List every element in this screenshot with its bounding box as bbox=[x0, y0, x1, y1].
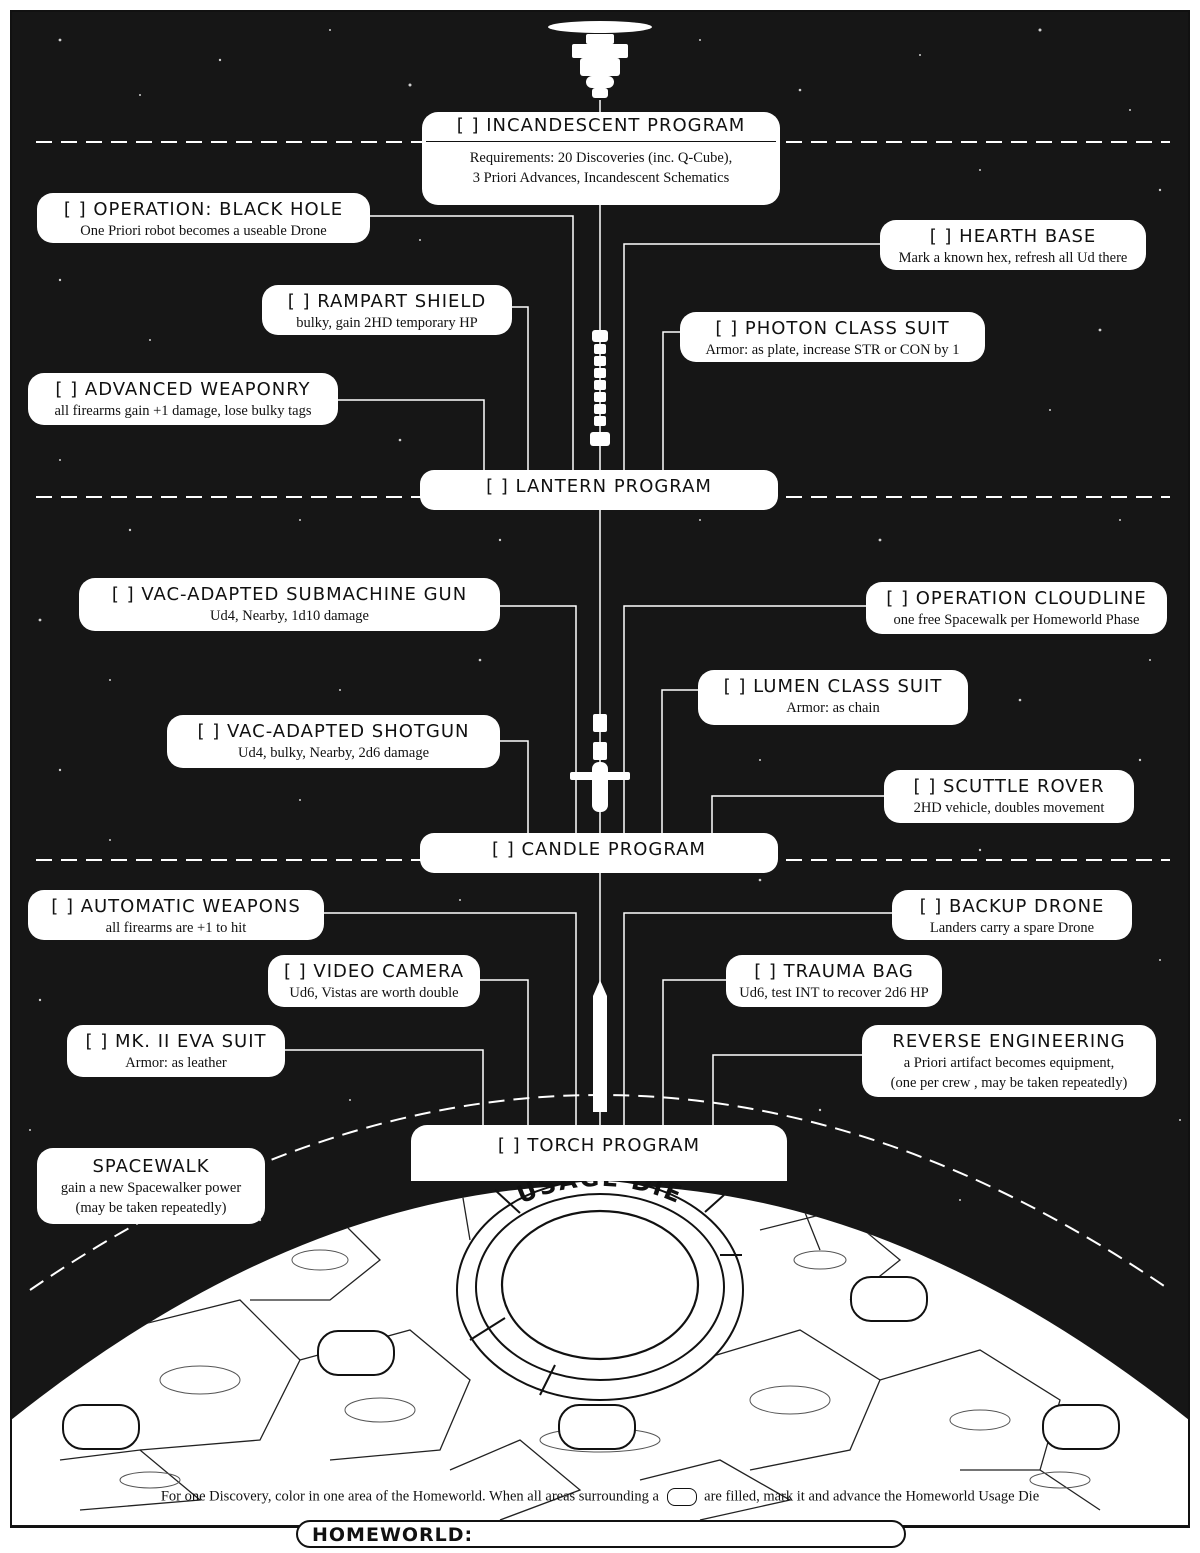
advance-desc: Landers carry a spare Drone bbox=[929, 920, 1095, 936]
advance-title: [ ] OPERATION CLOUDLINE bbox=[886, 588, 1147, 609]
advance-desc: Ud6, Vistas are worth double bbox=[289, 985, 459, 1001]
advance-desc: Ud6, test INT to recover 2d6 HP bbox=[739, 985, 929, 1001]
incandescent-requirements-line2: 3 Priori Advances, Incandescent Schemati… bbox=[472, 170, 730, 186]
space-station-icon bbox=[548, 21, 652, 98]
usage-die[interactable] bbox=[455, 1179, 745, 1401]
advance-advanced-weaponry[interactable]: [ ] ADVANCED WEAPONRY all firearms gain … bbox=[28, 373, 338, 425]
candle-rocket-icon bbox=[570, 714, 630, 812]
torch-rocket-icon bbox=[593, 980, 607, 1112]
advance-title: [ ] SCUTTLE ROVER bbox=[913, 776, 1105, 797]
advance-title: [ ] PHOTON CLASS SUIT bbox=[715, 318, 950, 339]
starfield bbox=[29, 28, 1181, 1222]
homeworld-area-markers[interactable] bbox=[62, 1276, 1120, 1450]
instructions-before: For one Discovery, color in one area of … bbox=[160, 1488, 659, 1505]
incandescent-program[interactable]: [ ] INCANDESCENT PROGRAM Requirements: 2… bbox=[422, 112, 780, 205]
advance-operation-cloudline[interactable]: [ ] OPERATION CLOUDLINE one free Spacewa… bbox=[866, 582, 1167, 634]
advance-video-camera[interactable]: [ ] VIDEO CAMERA Ud6, Vistas are worth d… bbox=[268, 955, 480, 1007]
advance-title: [ ] VAC-ADAPTED SHOTGUN bbox=[197, 721, 470, 742]
advance-title: REVERSE ENGINEERING bbox=[892, 1031, 1126, 1052]
advance-desc-2: (one per crew , may be taken repeatedly) bbox=[890, 1075, 1128, 1091]
area-marker-right[interactable] bbox=[850, 1276, 928, 1322]
advance-vac-shotgun[interactable]: [ ] VAC-ADAPTED SHOTGUN Ud4, bulky, Near… bbox=[167, 715, 500, 768]
torch-program-title: [ ] TORCH PROGRAM bbox=[497, 1135, 701, 1156]
advance-title: [ ] MK. II EVA SUIT bbox=[85, 1031, 267, 1052]
advance-desc: 2HD vehicle, doubles movement bbox=[913, 800, 1105, 816]
advance-title: SPACEWALK bbox=[92, 1156, 210, 1177]
area-marker-left[interactable] bbox=[317, 1330, 395, 1376]
advance-vac-smg[interactable]: [ ] VAC-ADAPTED SUBMACHINE GUN Ud4, Near… bbox=[79, 578, 500, 631]
area-marker-center[interactable] bbox=[558, 1404, 636, 1450]
advance-title: [ ] VAC-ADAPTED SUBMACHINE GUN bbox=[111, 584, 468, 605]
advance-title: [ ] ADVANCED WEAPONRY bbox=[55, 379, 311, 400]
advance-title: [ ] AUTOMATIC WEAPONS bbox=[51, 896, 301, 917]
instructions-after: are filled, mark it and advance the Home… bbox=[704, 1488, 1040, 1505]
lantern-program-title: [ ] LANTERN PROGRAM bbox=[486, 476, 712, 497]
advance-scuttle-rover[interactable]: [ ] SCUTTLE ROVER 2HD vehicle, doubles m… bbox=[884, 770, 1134, 823]
torch-program[interactable]: [ ] TORCH PROGRAM bbox=[411, 1125, 787, 1181]
advance-desc: all firearms are +1 to hit bbox=[105, 920, 247, 936]
advance-title: [ ] RAMPART SHIELD bbox=[287, 291, 487, 312]
advance-title: [ ] VIDEO CAMERA bbox=[283, 961, 465, 982]
advance-desc: Mark a known hex, refresh all Ud there bbox=[898, 250, 1128, 266]
advance-desc: Ud4, Nearby, 1d10 damage bbox=[210, 608, 369, 624]
area-marker-legend-icon bbox=[666, 1488, 697, 1506]
advance-title: [ ] HEARTH BASE bbox=[929, 226, 1097, 247]
incandescent-requirements-line1: Requirements: 20 Discoveries (inc. Q-Cub… bbox=[469, 150, 733, 166]
advance-mk2-eva-suit[interactable]: [ ] MK. II EVA SUIT Armor: as leather bbox=[67, 1025, 285, 1077]
advance-title: [ ] TRAUMA BAG bbox=[754, 961, 914, 982]
advance-title: [ ] BACKUP DRONE bbox=[919, 896, 1105, 917]
tree-connectors bbox=[285, 215, 892, 1125]
advance-rampart-shield[interactable]: [ ] RAMPART SHIELD bulky, gain 2HD tempo… bbox=[262, 285, 512, 335]
candle-program-title: [ ] CANDLE PROGRAM bbox=[492, 839, 706, 860]
advance-backup-drone[interactable]: [ ] BACKUP DRONE Landers carry a spare D… bbox=[892, 890, 1132, 940]
tier-separators bbox=[36, 141, 1170, 861]
advance-spacewalk[interactable]: SPACEWALK gain a new Spacewalker power (… bbox=[37, 1148, 265, 1224]
lantern-program[interactable]: [ ] LANTERN PROGRAM bbox=[420, 470, 778, 510]
advance-desc: bulky, gain 2HD temporary HP bbox=[296, 315, 478, 331]
usage-die-segments[interactable] bbox=[469, 1189, 742, 1396]
advance-automatic-weapons[interactable]: [ ] AUTOMATIC WEAPONS all firearms are +… bbox=[28, 890, 324, 940]
planet-contours bbox=[119, 1249, 1091, 1489]
advance-desc: Armor: as leather bbox=[125, 1055, 227, 1071]
advance-desc: gain a new Spacewalker power bbox=[60, 1180, 242, 1196]
advance-photon-class-suit[interactable]: [ ] PHOTON CLASS SUIT Armor: as plate, i… bbox=[680, 312, 985, 362]
homeworld-label: HOMEWORLD: bbox=[312, 1524, 474, 1546]
advance-reverse-engineering[interactable]: REVERSE ENGINEERING a Priori artifact be… bbox=[862, 1025, 1156, 1097]
candle-program[interactable]: [ ] CANDLE PROGRAM bbox=[420, 833, 778, 873]
advance-title: [ ] OPERATION: BLACK HOLE bbox=[63, 199, 344, 220]
incandescent-program-title: [ ] INCANDESCENT PROGRAM bbox=[426, 115, 776, 142]
advance-title: [ ] LUMEN CLASS SUIT bbox=[723, 676, 943, 697]
advance-desc-2: (may be taken repeatedly) bbox=[75, 1200, 227, 1216]
homeworld-instructions: For one Discovery, color in one area of … bbox=[0, 1488, 1200, 1506]
advance-desc: a Priori artifact becomes equipment, bbox=[903, 1055, 1115, 1071]
advance-trauma-bag[interactable]: [ ] TRAUMA BAG Ud6, test INT to recover … bbox=[726, 955, 942, 1007]
advance-desc: Ud4, bulky, Nearby, 2d6 damage bbox=[238, 745, 429, 761]
area-marker-far-left[interactable] bbox=[62, 1404, 140, 1450]
advance-desc: Armor: as chain bbox=[786, 700, 880, 716]
advance-operation-black-hole[interactable]: [ ] OPERATION: BLACK HOLE One Priori rob… bbox=[37, 193, 370, 243]
advance-desc: Armor: as plate, increase STR or CON by … bbox=[705, 342, 960, 358]
area-marker-far-right[interactable] bbox=[1042, 1404, 1120, 1450]
advance-desc: one free Spacewalk per Homeworld Phase bbox=[893, 612, 1140, 628]
advance-desc: all firearms gain +1 damage, lose bulky … bbox=[54, 403, 312, 419]
lantern-rocket-icon bbox=[590, 330, 610, 446]
advance-hearth-base[interactable]: [ ] HEARTH BASE Mark a known hex, refres… bbox=[880, 220, 1146, 270]
homeworld-name-field[interactable]: HOMEWORLD: bbox=[296, 1520, 906, 1548]
advance-lumen-class-suit[interactable]: [ ] LUMEN CLASS SUIT Armor: as chain bbox=[698, 670, 968, 725]
advance-desc: One Priori robot becomes a useable Drone bbox=[80, 223, 327, 239]
